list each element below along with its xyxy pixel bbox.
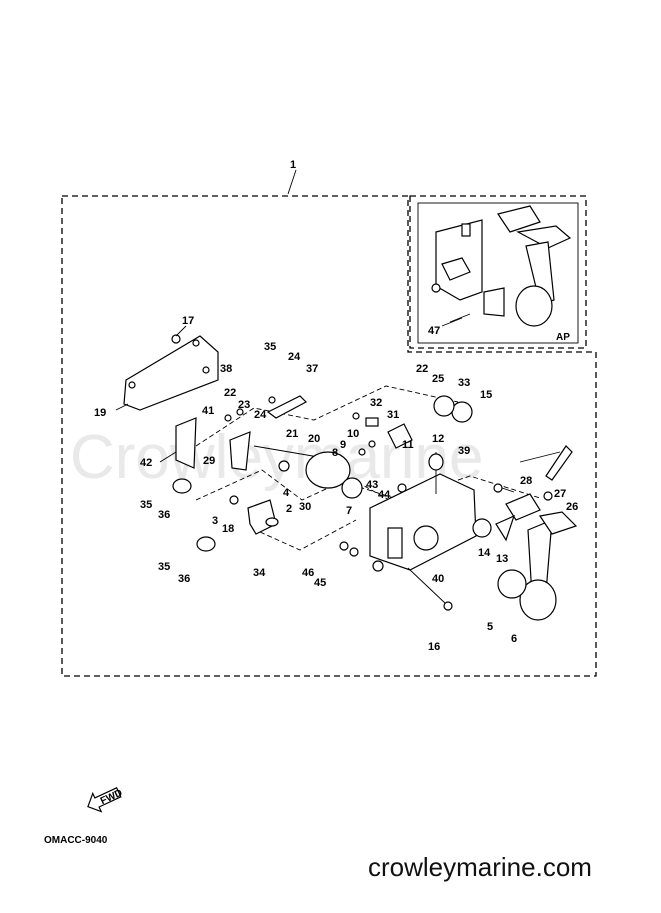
part-number-32: 32 bbox=[370, 397, 382, 409]
part-number-29: 29 bbox=[203, 455, 215, 467]
watermark: Crowleymarine bbox=[70, 423, 483, 492]
part-number-21: 21 bbox=[286, 428, 298, 440]
inset-ap-parts bbox=[431, 205, 572, 327]
part-number-16: 16 bbox=[428, 641, 440, 653]
part-number-35: 35 bbox=[264, 341, 276, 353]
part-number-18: 18 bbox=[222, 523, 234, 535]
bolt-and-washers bbox=[339, 541, 453, 611]
part-number-8: 8 bbox=[332, 447, 338, 459]
part-number-37: 37 bbox=[306, 363, 318, 375]
part-number-10: 10 bbox=[347, 428, 359, 440]
part-number-35: 35 bbox=[140, 499, 152, 511]
part-number-26: 26 bbox=[566, 501, 578, 513]
part-number-24: 24 bbox=[288, 351, 301, 363]
part-number-42: 42 bbox=[140, 457, 152, 469]
part-number-28: 28 bbox=[520, 475, 532, 487]
part-number-2: 2 bbox=[286, 503, 292, 515]
part-number-25: 25 bbox=[432, 373, 444, 385]
part-number-33: 33 bbox=[458, 377, 470, 389]
part-number-30: 30 bbox=[299, 501, 311, 513]
inset-frame bbox=[417, 202, 579, 344]
part-number-47: 47 bbox=[428, 325, 440, 337]
part-number-36: 36 bbox=[178, 573, 190, 585]
part-number-17: 17 bbox=[182, 315, 194, 327]
part-number-24: 24 bbox=[254, 409, 267, 421]
fwd-label: FWD bbox=[99, 788, 124, 808]
part-number-40: 40 bbox=[432, 573, 444, 585]
drawing-code: OMACC-9040 bbox=[44, 835, 108, 846]
part-number-31: 31 bbox=[387, 409, 399, 421]
part-number-27: 27 bbox=[554, 488, 566, 500]
part-number-19: 19 bbox=[94, 407, 106, 419]
part-number-7: 7 bbox=[346, 505, 352, 517]
part-number-39: 39 bbox=[458, 445, 470, 457]
part-number-6: 6 bbox=[511, 633, 517, 645]
part-number-13: 13 bbox=[496, 553, 508, 565]
part-number-22: 22 bbox=[416, 363, 428, 375]
part-number-labels: 1 2 3 4 5 6 7 8 9 10 11 12 13 14 15 16 1… bbox=[94, 159, 578, 653]
part-number-38: 38 bbox=[220, 363, 232, 375]
part-number-22: 22 bbox=[224, 387, 236, 399]
part-number-44: 44 bbox=[378, 489, 391, 501]
part-number-36: 36 bbox=[158, 509, 170, 521]
part-number-14: 14 bbox=[478, 547, 491, 559]
inset-label: AP bbox=[556, 332, 570, 343]
control-housing bbox=[369, 452, 477, 572]
part-number-3: 3 bbox=[212, 515, 218, 527]
part-number-35: 35 bbox=[158, 561, 170, 573]
website-footer[interactable]: crowleymarine.com bbox=[368, 852, 592, 882]
part-number-41: 41 bbox=[202, 405, 214, 417]
part-number-34: 34 bbox=[253, 567, 266, 579]
leader-lines bbox=[115, 317, 463, 463]
assembly-boundary bbox=[61, 195, 597, 677]
part-number-9: 9 bbox=[340, 439, 346, 451]
part-number-11: 11 bbox=[402, 439, 414, 451]
remote-control-handle bbox=[472, 445, 578, 621]
part-number-4: 4 bbox=[283, 487, 290, 499]
linkage-parts bbox=[172, 395, 473, 552]
part-number-45: 45 bbox=[314, 577, 326, 589]
part-number-5: 5 bbox=[487, 621, 493, 633]
inset-boundary bbox=[409, 195, 587, 349]
fwd-arrow-icon: FWD bbox=[87, 786, 124, 813]
part-number-1: 1 bbox=[290, 159, 296, 171]
part-number-15: 15 bbox=[480, 389, 492, 401]
part-number-43: 43 bbox=[366, 479, 378, 491]
part-number-46: 46 bbox=[302, 567, 314, 579]
part-number-12: 12 bbox=[432, 433, 444, 445]
part-number-23: 23 bbox=[238, 399, 250, 411]
part-number-20: 20 bbox=[308, 433, 320, 445]
cover-plate bbox=[123, 334, 219, 411]
